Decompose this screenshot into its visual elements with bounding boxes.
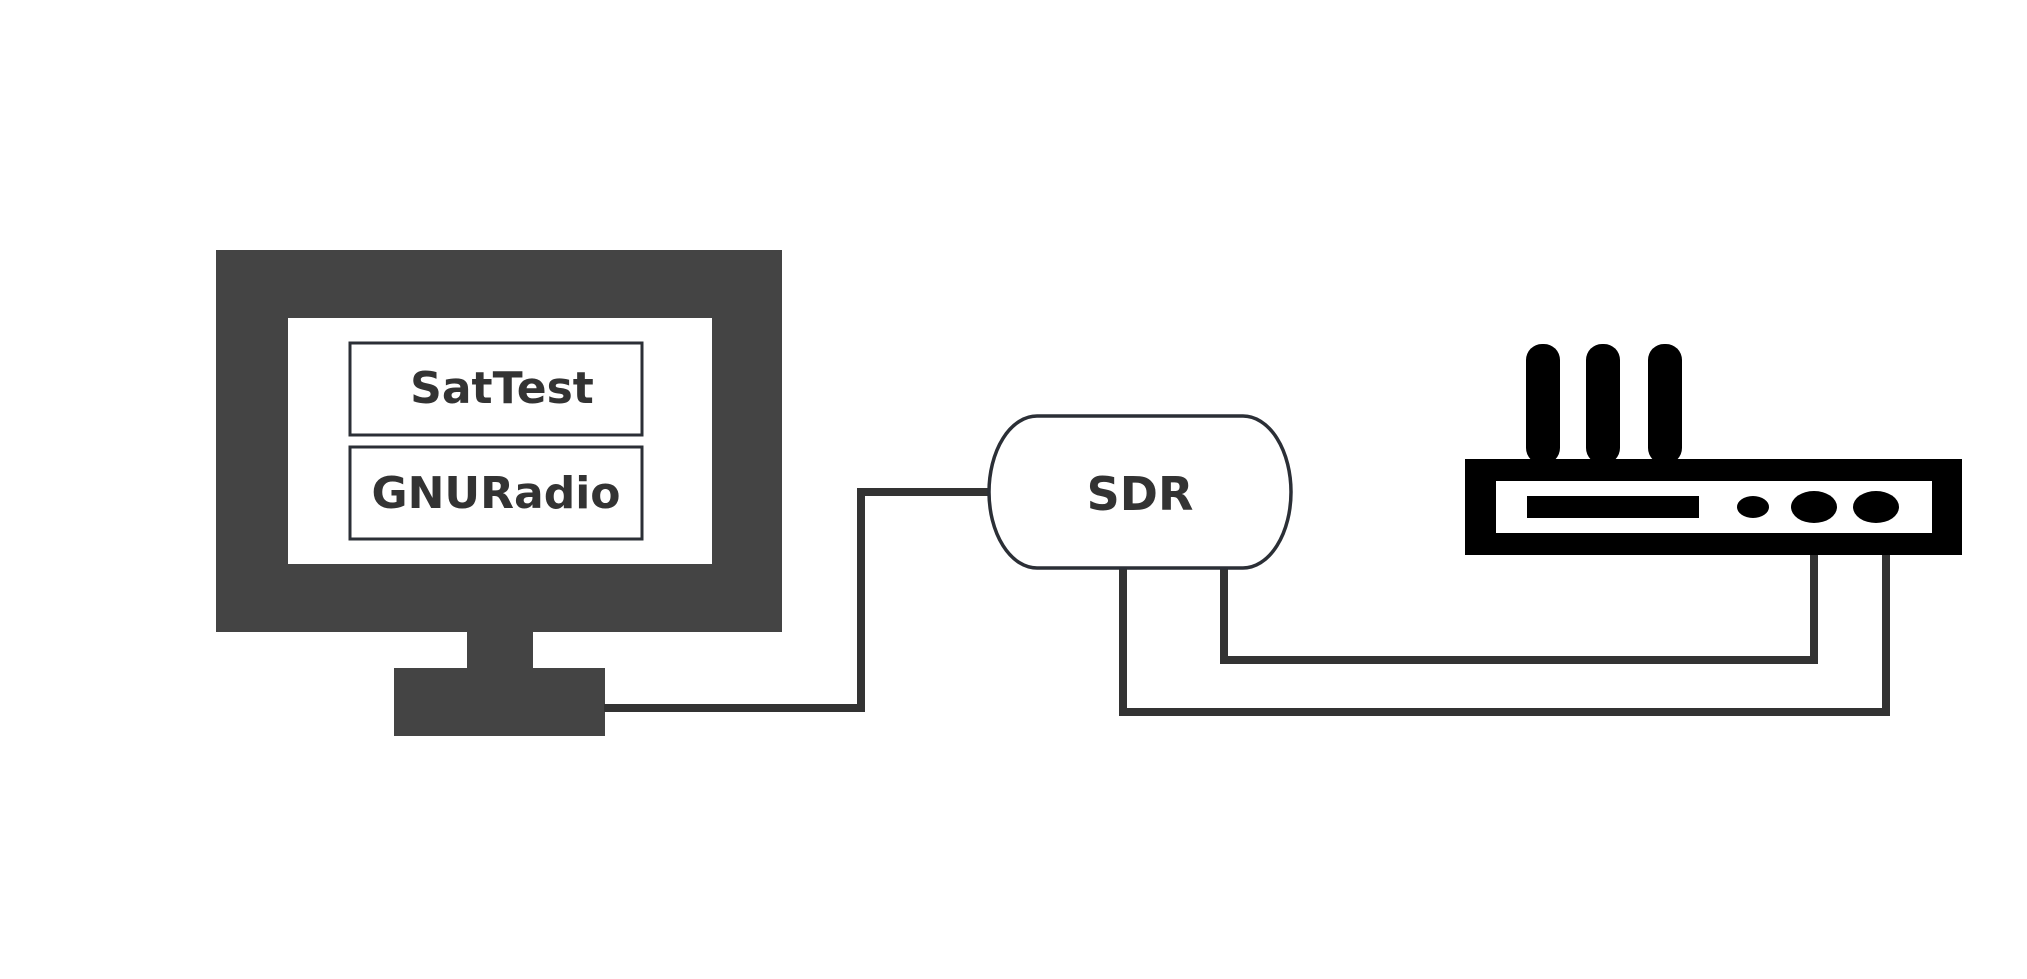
monitor-base	[394, 668, 605, 736]
app-label-sattest: SatTest	[410, 363, 594, 414]
router-antenna-1	[1526, 344, 1560, 464]
router-display-bar	[1527, 496, 1699, 518]
router-port-1	[1791, 491, 1837, 523]
router-antenna-2	[1586, 344, 1620, 464]
connection-lines	[604, 488, 1890, 716]
router-port-2	[1853, 491, 1899, 523]
app-box-sattest: SatTest	[348, 341, 644, 437]
router-led	[1737, 496, 1769, 518]
cable-computer-to-sdr	[604, 488, 988, 712]
monitor-neck	[467, 632, 533, 668]
cable-sdr-to-router-port-2	[1119, 502, 1890, 716]
cable-sdr-to-router-port-1	[1220, 502, 1818, 664]
sdr-label: SDR	[1087, 467, 1194, 521]
router-antenna-3	[1648, 344, 1682, 464]
app-box-gnuradio: GNURadio	[348, 445, 644, 541]
sdr-box: SDR	[987, 414, 1293, 570]
router-icon	[1465, 344, 1962, 555]
app-label-gnuradio: GNURadio	[371, 468, 620, 519]
